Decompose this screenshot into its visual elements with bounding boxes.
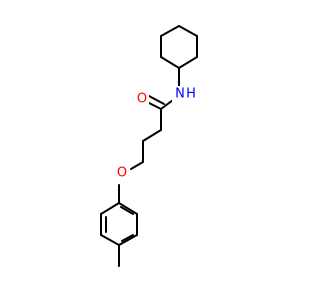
bond <box>178 25 198 37</box>
bond <box>118 234 138 246</box>
bond <box>160 56 180 69</box>
butanamide-chain <box>118 67 180 204</box>
structure-canvas: N H O O <box>100 25 198 267</box>
molecule-drawing: N H O O <box>100 25 198 267</box>
tolyl-ring <box>100 202 138 267</box>
ether-oxygen-symbol: O <box>117 166 127 181</box>
bond <box>142 129 162 142</box>
carbonyl-oxygen-atom: O <box>135 91 149 107</box>
aromatic-double-bond <box>121 234 134 242</box>
bond <box>118 202 138 215</box>
bond <box>130 161 144 170</box>
nitrogen-hydrogen: H <box>186 87 196 102</box>
nitrogen-symbol: N <box>175 87 185 102</box>
cyclohexyl-ring <box>160 25 198 69</box>
bond <box>100 202 120 215</box>
carbonyl-oxygen-symbol: O <box>137 92 147 107</box>
nitrogen-atom: N H <box>172 86 196 102</box>
bond <box>100 234 120 246</box>
aromatic-double-bond <box>120 206 134 215</box>
bond <box>160 25 180 37</box>
double-bond <box>148 95 165 105</box>
bond <box>178 56 198 69</box>
ether-oxygen-atom: O <box>115 165 129 181</box>
bond <box>160 99 174 110</box>
